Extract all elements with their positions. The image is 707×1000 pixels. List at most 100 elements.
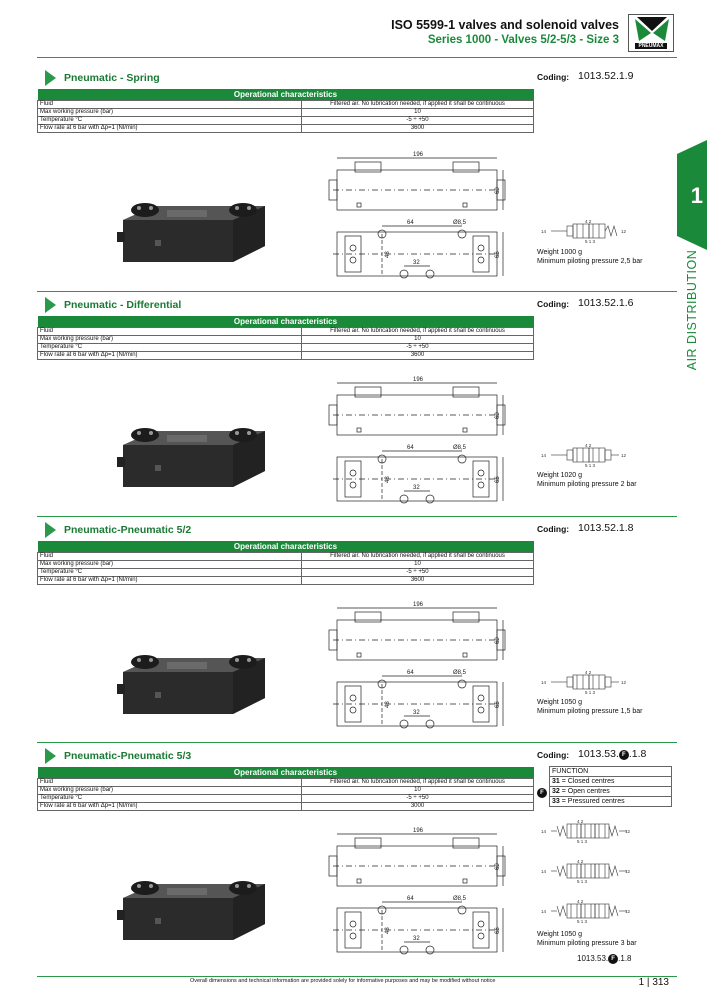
svg-text:14: 14 — [541, 453, 547, 458]
svg-text:60: 60 — [495, 412, 501, 419]
coding-label: Coding: — [537, 299, 570, 309]
svg-text:14: 14 — [541, 829, 547, 834]
table-header: Operational characteristics — [37, 316, 534, 327]
header-subtitle: Series 1000 - Valves 5/2-5/3 - Size 3 — [427, 34, 619, 46]
svg-text:4 2: 4 2 — [585, 670, 592, 675]
weight-info: Weight 1000 g Minimum piloting pressure … — [537, 249, 643, 265]
svg-text:4 2: 4 2 — [577, 859, 584, 864]
svg-text:12: 12 — [625, 829, 631, 834]
svg-text:Ø8,5: Ø8,5 — [453, 670, 467, 676]
svg-text:5 1 3: 5 1 3 — [577, 839, 588, 844]
section-title: Pneumatic - Spring — [45, 70, 160, 86]
dimension-drawing: 196 60 64 Ø8,5 32 48 66 — [328, 377, 506, 504]
table-row: Temperature °C-5 ÷ +50 — [37, 567, 534, 577]
table-header: Operational characteristics — [37, 541, 534, 552]
svg-text:4 2: 4 2 — [577, 819, 584, 824]
weight-info: Weight 1020 g Minimum piloting pressure … — [537, 472, 637, 488]
section-arrow-icon — [45, 297, 56, 313]
svg-text:12: 12 — [621, 680, 627, 685]
svg-text:5 1 3: 5 1 3 — [577, 879, 588, 884]
header-divider — [37, 57, 677, 58]
table-row: Temperature °C-5 ÷ +50 — [37, 115, 534, 125]
svg-text:4 2: 4 2 — [585, 443, 592, 448]
section-divider — [37, 742, 677, 743]
svg-text:14: 14 — [541, 680, 547, 685]
logo-text: PNEUMAX — [635, 43, 667, 49]
svg-text:14: 14 — [541, 229, 547, 234]
coding-value: 1013.52.1.6 — [578, 297, 634, 309]
table-row: Flow rate at 6 bar with Δp=1 (Nl/min)360… — [37, 350, 534, 360]
coding-label: Coding: — [537, 72, 570, 82]
svg-text:64: 64 — [407, 445, 414, 451]
chapter-label: AIR DISTRIBUTION — [685, 249, 699, 371]
svg-text:64: 64 — [407, 220, 414, 226]
svg-text:Ø8,5: Ø8,5 — [453, 896, 467, 902]
function-badge: F — [537, 788, 547, 798]
svg-text:32: 32 — [413, 936, 420, 942]
svg-text:12: 12 — [625, 909, 631, 914]
coding-value: 1013.52.1.8 — [578, 522, 634, 534]
svg-text:5 1 3: 5 1 3 — [585, 690, 596, 695]
section-divider — [37, 516, 677, 517]
valve-photo — [117, 881, 265, 940]
weight-info: Weight 1050 g Minimum piloting pressure … — [537, 699, 643, 715]
svg-text:12: 12 — [621, 229, 627, 234]
section-pneumatic-pneumatic-53: Pneumatic-Pneumatic 5/3 Coding: 1013.53.… — [37, 748, 674, 973]
footer-note: Overall dimensions and technical informa… — [190, 978, 496, 984]
page-reference: 1 | 313 — [638, 977, 669, 988]
svg-text:48: 48 — [385, 701, 391, 708]
svg-text:14: 14 — [541, 869, 547, 874]
svg-text:5 1 3: 5 1 3 — [585, 463, 596, 468]
table-row: Max working pressure (bar)10 — [37, 785, 534, 795]
svg-text:4 2: 4 2 — [577, 899, 584, 904]
svg-text:14: 14 — [541, 909, 547, 914]
function-heading: FUNCTION — [549, 766, 672, 777]
coding-repeat: 1013.53.F.1.8 — [577, 954, 632, 964]
svg-text:60: 60 — [495, 187, 501, 194]
weight-info: Weight 1050 g Minimum piloting pressure … — [537, 931, 637, 947]
table-row: Max working pressure (bar)10 — [37, 559, 534, 569]
table-row: Max working pressure (bar)10 — [37, 107, 534, 117]
svg-text:32: 32 — [413, 710, 420, 716]
svg-text:64: 64 — [407, 896, 414, 902]
footer-divider — [37, 976, 677, 977]
coding-value: 1013.53.F.1.8 — [578, 748, 647, 760]
dimension-drawing: 196 60 64 Ø8,5 32 48 66 — [328, 602, 506, 729]
chapter-number: 1 — [690, 183, 703, 208]
svg-text:12: 12 — [625, 869, 631, 874]
svg-text:66: 66 — [495, 476, 501, 483]
coding-label: Coding: — [537, 750, 570, 760]
dimension-drawing: 196 60 64 Ø8,5 32 48 66 — [328, 152, 506, 279]
header-title: ISO 5599-1 valves and solenoid valves — [391, 18, 619, 32]
page-header: ISO 5599-1 valves and solenoid valves Se… — [391, 18, 619, 46]
section-title: Pneumatic - Differential — [45, 297, 181, 313]
table-row: Max working pressure (bar)10 — [37, 334, 534, 344]
section-title: Pneumatic-Pneumatic 5/3 — [45, 748, 191, 764]
section-divider — [37, 291, 677, 292]
table-row: Temperature °C-5 ÷ +50 — [37, 342, 534, 352]
brand-logo: PNEUMAX — [628, 14, 674, 52]
function-row: 33 = Pressured centres — [549, 796, 672, 807]
svg-text:64: 64 — [407, 670, 414, 676]
svg-text:196: 196 — [413, 377, 424, 383]
svg-text:66: 66 — [495, 701, 501, 708]
valve-symbol: 14 12 4 2 5 1 3 — [541, 899, 631, 924]
svg-text:32: 32 — [413, 485, 420, 491]
svg-text:196: 196 — [413, 602, 424, 608]
coding-label: Coding: — [537, 524, 570, 534]
svg-text:196: 196 — [413, 828, 424, 834]
svg-text:5 1 3: 5 1 3 — [577, 919, 588, 924]
valve-photo — [117, 655, 265, 714]
function-row: 31 = Closed centres — [549, 776, 672, 787]
svg-text:Ø8,5: Ø8,5 — [453, 445, 467, 451]
table-row: Flow rate at 6 bar with Δp=1 (Nl/min)360… — [37, 575, 534, 585]
dimension-drawing: 196 60 64 Ø8,5 32 48 66 — [328, 828, 506, 955]
